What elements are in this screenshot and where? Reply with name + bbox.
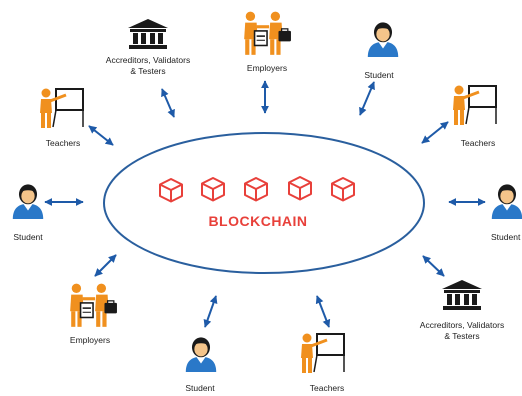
employers-icon xyxy=(68,282,118,328)
institution-icon xyxy=(128,19,168,49)
arrows xyxy=(44,80,486,328)
node-label: Teachers xyxy=(461,138,496,148)
teacher-icon xyxy=(38,87,85,129)
node-teachers-bottom: Teachers xyxy=(299,332,346,393)
arrow xyxy=(315,295,331,328)
node-employers-bottom: Employers xyxy=(68,282,118,345)
block-icon xyxy=(288,176,312,201)
node-student-top: Student xyxy=(364,22,399,80)
node-label: Teachers xyxy=(310,383,345,393)
blockchain-title: BLOCKCHAIN xyxy=(208,213,307,229)
node-label: & Testers xyxy=(444,331,479,341)
node-student-left: Student xyxy=(12,184,44,242)
blockchain-blocks xyxy=(159,176,355,203)
node-accreditors-bottom: Accreditors, Validators & Testers xyxy=(420,280,504,341)
node-label: Teachers xyxy=(46,138,81,148)
institution-icon xyxy=(442,280,482,310)
node-teachers-top-left: Teachers xyxy=(38,87,85,148)
arrow xyxy=(94,254,117,277)
student-icon xyxy=(367,22,399,57)
node-student-right: Student xyxy=(491,184,522,242)
node-label: Accreditors, Validators xyxy=(420,320,504,330)
block-icon xyxy=(244,177,268,202)
node-accreditors-top: Accreditors, Validators & Testers xyxy=(106,19,190,76)
node-label: Employers xyxy=(247,63,287,73)
employers-icon xyxy=(242,10,292,56)
node-label: Employers xyxy=(70,335,110,345)
node-student-bottom: Student xyxy=(185,337,217,393)
arrow xyxy=(422,255,445,277)
node-employers-top: Employers xyxy=(242,10,292,73)
teacher-icon xyxy=(451,84,498,126)
block-icon xyxy=(331,177,355,202)
node-label: Student xyxy=(185,383,215,393)
blockchain-ellipse xyxy=(103,132,425,274)
student-icon xyxy=(491,184,522,219)
arrow xyxy=(421,121,449,144)
arrow xyxy=(359,81,375,116)
arrow xyxy=(203,295,218,328)
node-label: & Testers xyxy=(130,66,165,76)
node-label: Accreditors, Validators xyxy=(106,55,190,65)
node-label: Student xyxy=(491,232,521,242)
node-label: Student xyxy=(364,70,394,80)
arrow xyxy=(88,125,114,146)
teacher-icon xyxy=(299,332,346,374)
node-teachers-top-right: Teachers xyxy=(451,84,498,148)
block-icon xyxy=(159,178,183,203)
student-icon xyxy=(185,337,217,372)
block-icon xyxy=(201,177,225,202)
arrow xyxy=(161,88,175,118)
node-label: Student xyxy=(13,232,43,242)
student-icon xyxy=(12,184,44,219)
